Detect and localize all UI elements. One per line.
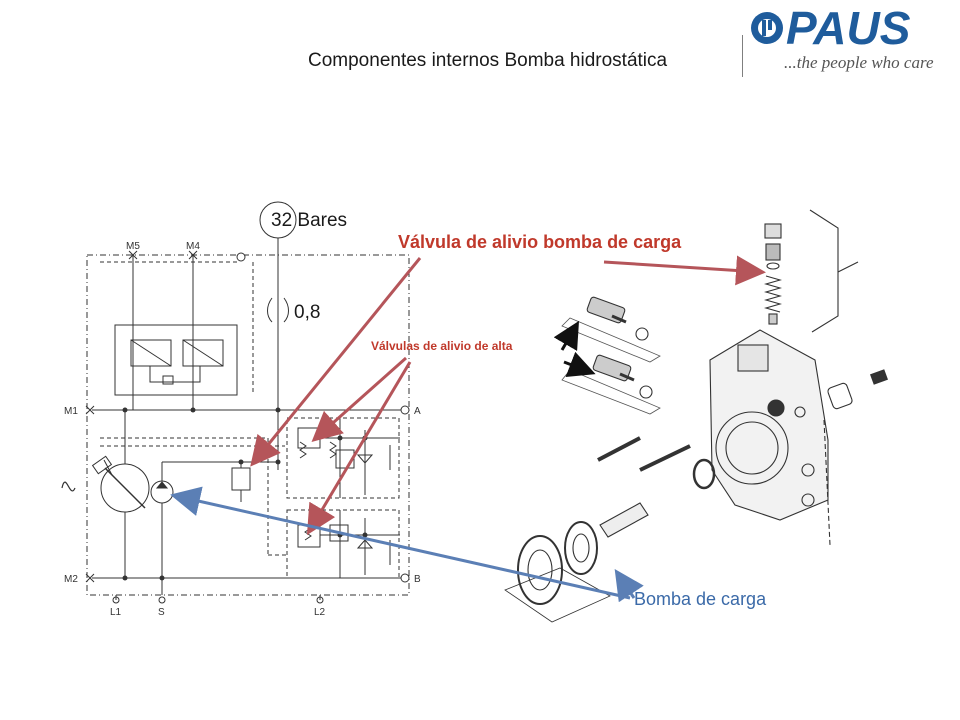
logo-brand: PAUS	[786, 2, 911, 54]
arrow-high-relief-2	[306, 361, 412, 536]
arrow-charge-pump-to-symbol	[170, 486, 631, 600]
high-relief-cartridge-2	[592, 354, 653, 399]
port-m1: M1	[64, 406, 78, 417]
servo-valve-box	[114, 324, 238, 396]
pressure-gauge-label: 32 Bares	[271, 210, 348, 231]
paus-logo: PAUS ...the people who care	[746, 0, 960, 78]
port-m2: M2	[64, 574, 78, 585]
port-a: A	[414, 406, 421, 417]
exploded-pump-drawing	[504, 209, 888, 623]
pump-housing	[709, 329, 829, 521]
arrow-high-relief-part-1	[553, 320, 580, 351]
gear-emblem-icon	[751, 12, 783, 44]
arrow-high-relief-part-2	[563, 351, 596, 378]
high-relief-cartridge-1	[586, 296, 649, 341]
port-l2: L2	[314, 607, 326, 618]
charge-pump-parts	[504, 502, 649, 623]
arrow-high-relief-1	[311, 356, 407, 442]
charge-relief-valve-label: Válvula de alivio bomba de carga	[398, 232, 682, 252]
logo-tagline: ...the people who care	[784, 53, 934, 72]
relief-valve-box-b	[286, 509, 400, 579]
title-divider	[742, 35, 743, 77]
orifice-label: 0,8	[294, 302, 321, 323]
arrow-charge-pump-to-part	[614, 569, 644, 603]
port-s: S	[158, 607, 165, 618]
schematic-enclosure	[86, 254, 410, 596]
port-m5: M5	[126, 241, 140, 252]
port-b: B	[414, 574, 421, 585]
charge-pump-label: Bomba de carga	[634, 589, 767, 609]
charge-relief-symbol	[231, 467, 251, 491]
slide-title: Componentes internos Bomba hidrostática	[308, 50, 668, 71]
arrow-charge-relief-to-symbol	[250, 257, 422, 467]
arrow-charge-relief-to-part	[603, 255, 766, 286]
relief-valve-box-a	[286, 417, 400, 499]
port-l1: L1	[110, 607, 122, 618]
port-m4: M4	[186, 241, 200, 252]
schematic	[61, 201, 410, 604]
high-pressure-relief-label: Válvulas de alivio de alta	[371, 339, 513, 353]
charge-relief-cartridge	[764, 223, 782, 239]
pressure-gauge-symbol	[259, 201, 297, 239]
annotation-arrows	[170, 255, 766, 603]
